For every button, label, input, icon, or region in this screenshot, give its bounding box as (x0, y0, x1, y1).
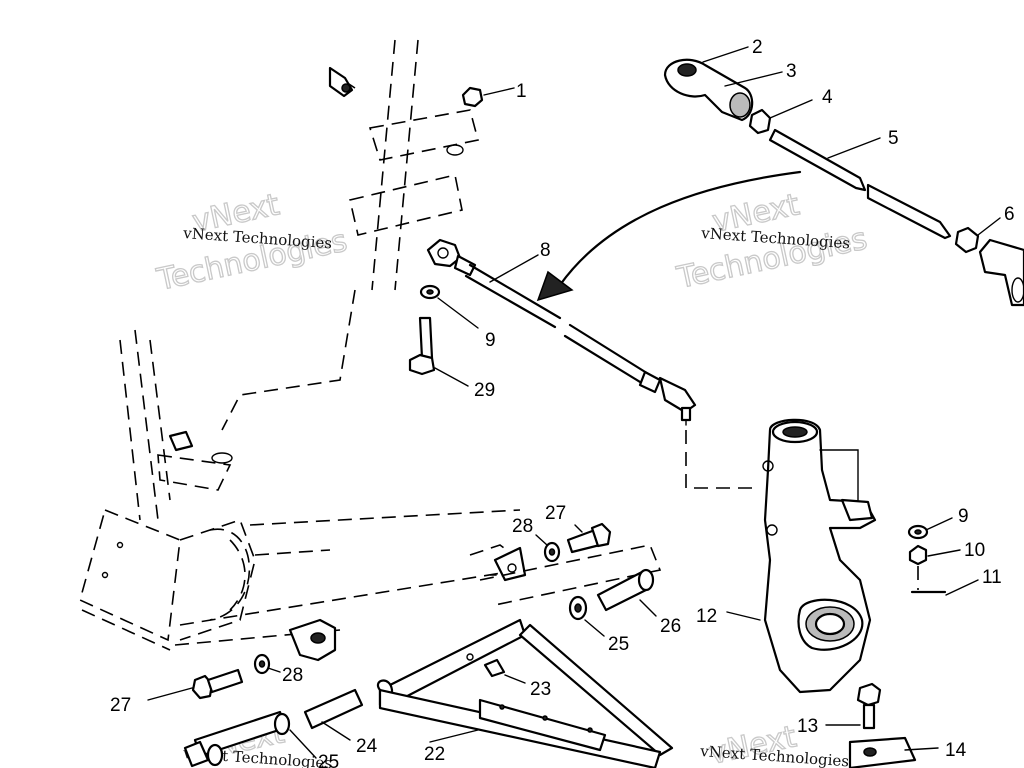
tie-rod-assembly (408, 238, 760, 489)
callout-13: 13 (797, 716, 818, 737)
callout-4: 4 (822, 87, 833, 108)
callout-25-upper: 25 (608, 634, 629, 655)
callout-28-upper: 28 (512, 516, 533, 537)
callout-27-upper: 27 (545, 503, 566, 524)
curved-arrow (536, 170, 802, 302)
callout-6: 6 (1004, 204, 1015, 225)
steering-post (221, 39, 479, 431)
mounting-hardware (147, 522, 657, 701)
callout-23: 23 (530, 679, 551, 700)
tie-rod-end-exploded (663, 46, 1024, 307)
callout-27-lower: 27 (110, 695, 131, 716)
callout-10: 10 (964, 540, 985, 561)
steering-spindle (726, 418, 979, 768)
callout-9-upper: 9 (485, 330, 496, 351)
callout-labels: 1 2 3 4 5 6 8 9 29 9 10 11 12 13 14 22 2… (110, 37, 1015, 768)
callout-24: 24 (356, 736, 378, 757)
a-arm (183, 618, 674, 768)
callout-2: 2 (752, 37, 763, 58)
callout-5: 5 (888, 128, 899, 149)
callout-14: 14 (945, 740, 967, 761)
callout-28-lower: 28 (282, 665, 303, 686)
callout-3: 3 (786, 61, 797, 82)
callout-25-lower: 25 (318, 752, 339, 768)
front-frame (79, 329, 662, 662)
callout-1: 1 (516, 81, 527, 102)
callout-11: 11 (982, 567, 1002, 588)
watermark-right: vNext Technologies vNext Technologies (673, 187, 871, 297)
callout-22: 22 (424, 744, 445, 765)
callout-9-lower: 9 (958, 506, 969, 527)
callout-26: 26 (660, 616, 681, 637)
watermark-bottom-right: vNext vNext Technologies (699, 719, 850, 768)
callout-29: 29 (474, 380, 495, 401)
part-nut (461, 86, 515, 108)
callout-12: 12 (696, 606, 717, 627)
watermark-left: vNext Technologies vNext Technologies (153, 187, 351, 299)
callout-8: 8 (540, 240, 551, 261)
